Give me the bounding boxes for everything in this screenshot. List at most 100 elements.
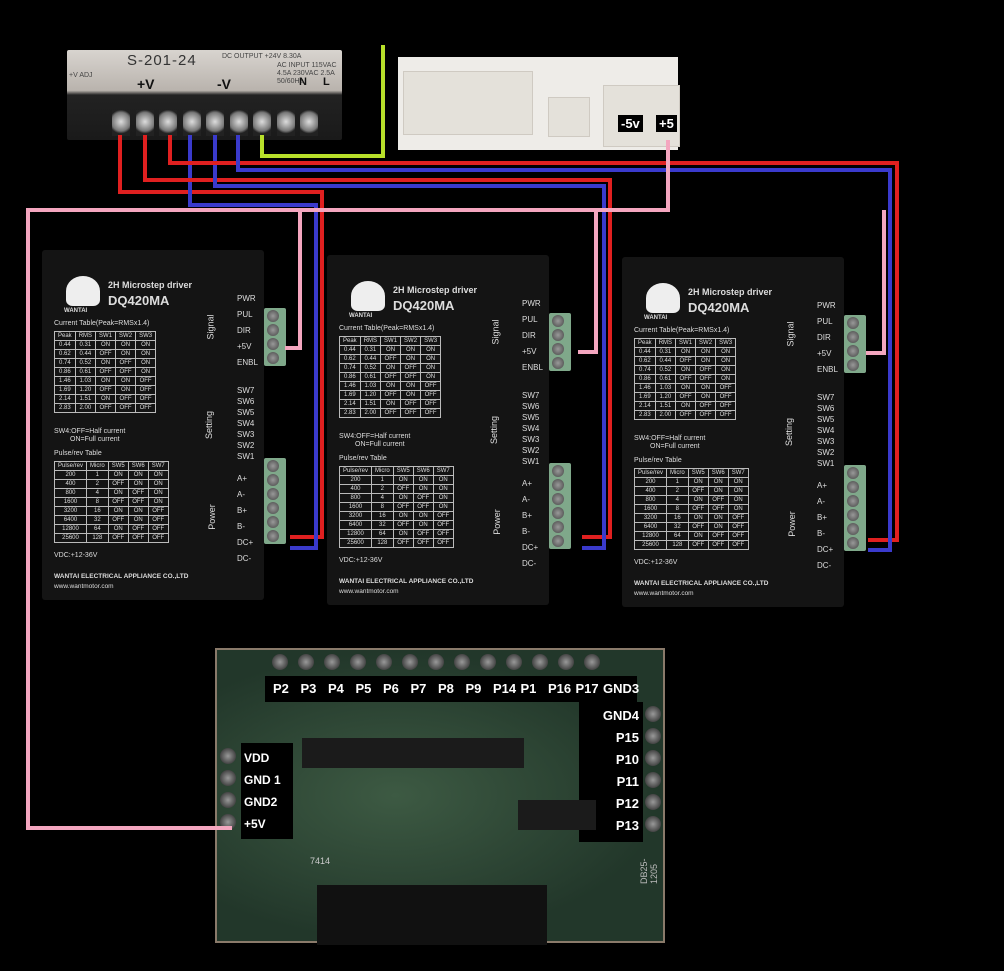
table-cell: 2.00 [359, 408, 382, 418]
terminal-screw[interactable] [645, 750, 661, 766]
chip-label: 7414 [310, 856, 331, 866]
terminal-screw[interactable] [645, 816, 661, 832]
power-terminal-block [549, 463, 571, 549]
psu-model: S-201-24 [127, 52, 197, 69]
signal-pin-label: ENBL [237, 358, 258, 367]
company-name: WANTAI ELECTRICAL APPLIANCE CO.,LTD [54, 573, 189, 580]
setting-pin-label: SW6 [817, 404, 835, 413]
driver-title: 2H Microstep driver [108, 280, 193, 290]
signal-pin-label: PUL [237, 310, 253, 319]
terminal-screw[interactable] [220, 792, 236, 808]
terminal-screw[interactable] [645, 706, 661, 722]
driver-model: DQ420MA [393, 298, 455, 313]
terminal-screw[interactable] [532, 654, 548, 670]
signal-pin-label: PWR [817, 301, 836, 310]
top-pin-label: P4 [328, 681, 344, 696]
psu-spec-ac: AC INPUT 115VAC 4.5A 230VAC 2.5A 50/60Hz [277, 62, 337, 85]
signal-pin-label: DIR [522, 331, 536, 340]
elephant-logo-icon [66, 276, 100, 306]
setting-pin-label: SW5 [817, 415, 835, 424]
terminal-screw[interactable] [558, 654, 574, 670]
setting-pin-label: SW4 [237, 419, 255, 428]
psu-terminal [253, 110, 271, 136]
terminal-screw[interactable] [428, 654, 444, 670]
wire-negative-driver1 [188, 135, 318, 550]
signal-pin-label: PUL [522, 315, 538, 324]
terminal-screw[interactable] [376, 654, 392, 670]
signal-pin-label: +5V [522, 347, 537, 356]
psu-spec-dc: DC OUTPUT +24V 8.30A [222, 53, 302, 60]
top-pin-label: P14 [493, 681, 517, 696]
pulse-table-title: Pulse/rev Table [634, 457, 682, 464]
psu-terminal [229, 110, 248, 136]
pulse-table-title: Pulse/rev Table [54, 450, 102, 457]
power-pin-label: B- [522, 527, 530, 536]
top-pin-label: P1 [520, 681, 537, 696]
psu-minus-v: -V [217, 76, 231, 92]
top-pin-label: P3 [300, 681, 317, 696]
terminal-screw[interactable] [220, 748, 236, 764]
terminal-screw[interactable] [506, 654, 522, 670]
terminal-screw[interactable] [272, 654, 288, 670]
elephant-logo-icon [646, 283, 680, 313]
psu-terminal [206, 110, 224, 136]
setting-pin-label: SW4 [817, 426, 835, 435]
right-pin-label: P13 [615, 818, 639, 833]
power-pin-label: A+ [817, 481, 828, 490]
right-pin-label: GND4 [602, 708, 639, 723]
top-pin-label: P8 [438, 681, 454, 696]
terminal-screw[interactable] [350, 654, 366, 670]
table-cell: OFF [135, 403, 157, 413]
driver-brand: WANTAI [64, 308, 88, 314]
terminal-screw[interactable] [402, 654, 418, 670]
driver-title: 2H Microstep driver [688, 287, 773, 297]
power-pin-label: A+ [522, 479, 533, 488]
driver-model: DQ420MA [108, 293, 170, 308]
setting-pin-label: SW5 [237, 408, 255, 417]
left-pin-label: GND 1 [244, 773, 281, 787]
power-terminal-block [264, 458, 286, 544]
power-supply: S-201-24 DC OUTPUT +24V 8.30A AC INPUT 1… [67, 50, 342, 140]
signal-pin-label: PWR [237, 294, 256, 303]
terminal-screw[interactable] [584, 654, 600, 670]
current-table-title: Current Table(Peak=RMSx1.4) [339, 325, 435, 332]
setting-pin-label: SW7 [237, 386, 255, 395]
terminal-screw[interactable] [480, 654, 496, 670]
power-pin-label: DC- [817, 561, 832, 570]
power-pin-label: DC- [522, 559, 537, 568]
setting-pin-label: SW6 [237, 397, 255, 406]
terminal-screw[interactable] [324, 654, 340, 670]
terminal-screw[interactable] [645, 728, 661, 744]
right-pin-label: P12 [615, 796, 639, 811]
terminal-screw[interactable] [298, 654, 314, 670]
psu-vadj: +V ADJ [69, 72, 93, 79]
terminal-screw[interactable] [645, 794, 661, 810]
signal-terminal-block [264, 308, 286, 366]
company-name: WANTAI ELECTRICAL APPLIANCE CO.,LTD [634, 580, 769, 587]
pulse-table-title: Pulse/rev Table [339, 455, 387, 462]
wire-negative-driver2 [213, 135, 606, 550]
psu-plus-v: +V [137, 76, 155, 92]
setting-pin-label: SW5 [522, 413, 540, 422]
atx-minus5-label: -5v [618, 115, 643, 132]
power-terminal-block [844, 465, 866, 551]
sw4-note-2: ON=Full current [650, 443, 700, 450]
terminal-screw[interactable] [645, 772, 661, 788]
terminal-screw[interactable] [220, 770, 236, 786]
terminal-screw[interactable] [454, 654, 470, 670]
setting-pin-label: SW2 [522, 446, 540, 455]
